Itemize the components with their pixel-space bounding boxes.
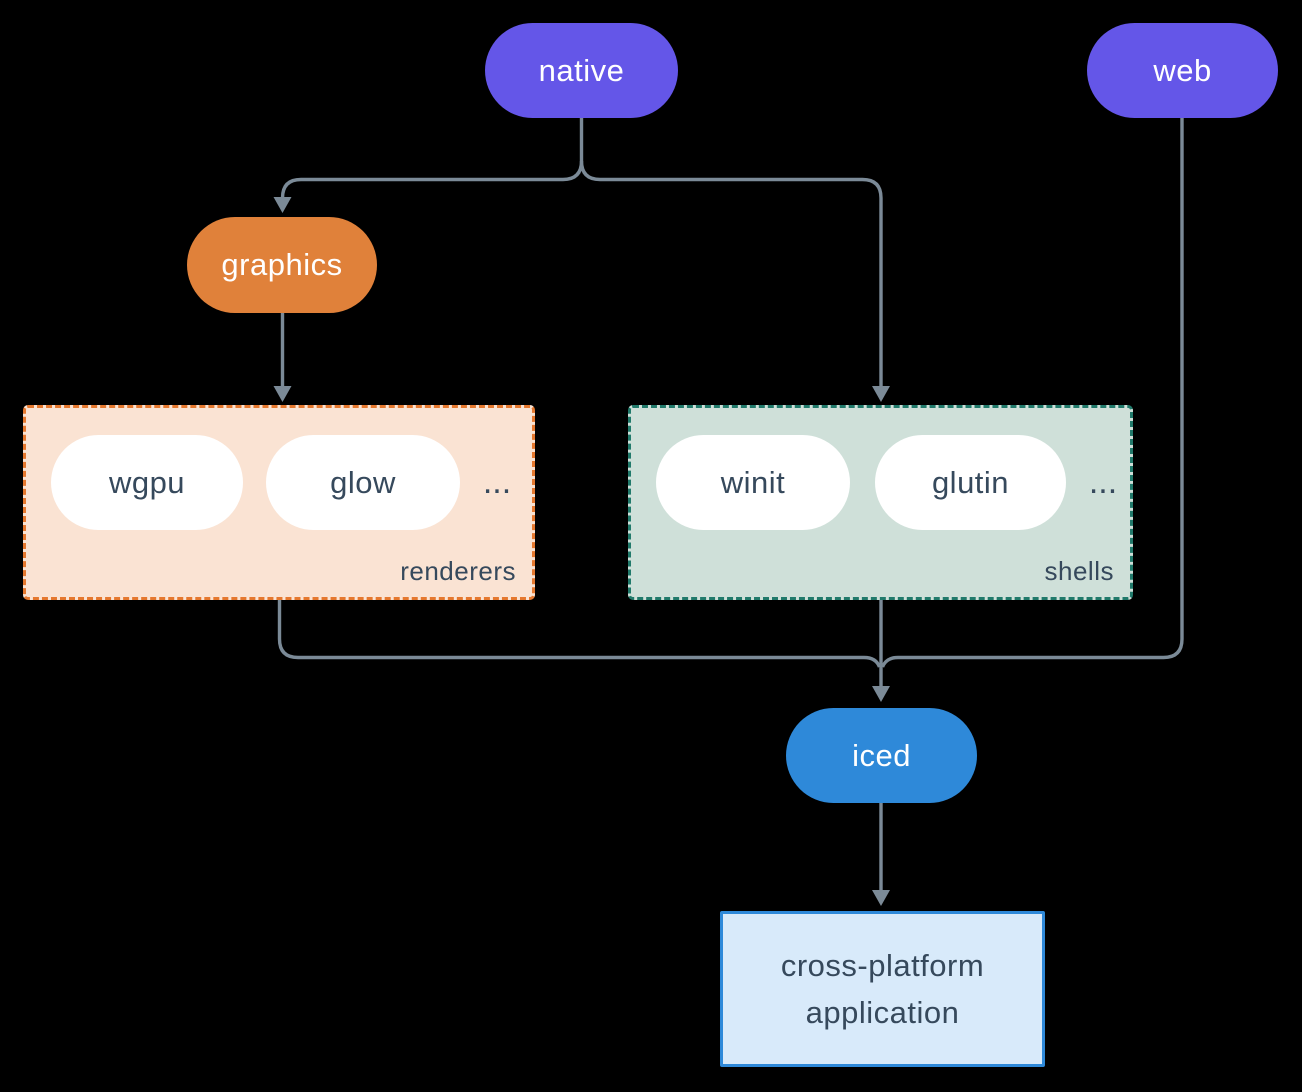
arrowhead-renderers — [273, 386, 292, 402]
edge-renderers-to-iced — [277, 600, 882, 668]
app-label-line2: application — [805, 995, 960, 1030]
node-graphics-label: graphics — [221, 247, 343, 282]
node-glow: glow — [266, 435, 460, 530]
node-cross-platform-application: cross-platform application — [720, 911, 1045, 1067]
arrowhead-graphics — [273, 197, 292, 213]
edge-native-to-graphics — [280, 118, 584, 199]
group-renderers: wgpu glow ... renderers — [23, 405, 535, 600]
node-wgpu-label: wgpu — [108, 464, 186, 500]
edge-native-to-shells — [579, 160, 883, 386]
renderers-ellipsis: ... — [482, 463, 512, 501]
node-winit: winit — [656, 435, 850, 530]
node-web-label: web — [1153, 52, 1212, 88]
shells-group-label: shells — [1044, 556, 1114, 586]
node-iced-label: iced — [852, 737, 911, 773]
node-glutin: glutin — [875, 435, 1066, 530]
shells-ellipsis: ... — [1088, 463, 1118, 501]
node-glow-label: glow — [330, 464, 396, 500]
renderers-group-label: renderers — [400, 556, 516, 586]
node-native: native — [485, 23, 678, 118]
node-web: web — [1087, 23, 1278, 118]
arrowhead-iced — [872, 686, 890, 702]
arrowhead-app — [872, 890, 890, 906]
node-native-label: native — [538, 52, 625, 88]
node-graphics: graphics — [187, 217, 377, 313]
node-winit-label: winit — [720, 464, 786, 500]
group-shells: winit glutin ... shells — [628, 405, 1133, 600]
arrowhead-shells — [872, 386, 890, 402]
node-glutin-label: glutin — [931, 464, 1010, 500]
edge-web-to-iced — [880, 118, 1184, 668]
app-label-line1: cross-platform — [780, 948, 985, 983]
node-iced: iced — [786, 708, 977, 803]
node-wgpu: wgpu — [51, 435, 243, 530]
